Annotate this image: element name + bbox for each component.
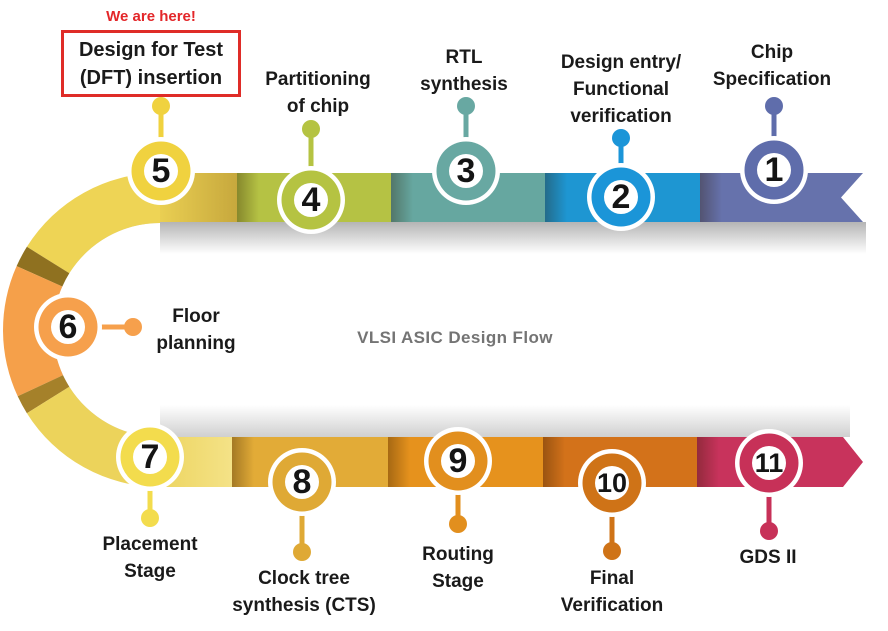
current-stage-annotation: We are here! bbox=[106, 8, 196, 25]
stage-3-number: 3 bbox=[457, 152, 476, 190]
stage-10-circle: 10 bbox=[578, 449, 646, 517]
stage-9-label: Routing Stage bbox=[422, 544, 494, 592]
stage-7-circle: 7 bbox=[116, 423, 184, 491]
stage-3-connector-dot bbox=[457, 97, 475, 115]
stage-2-connector-dot bbox=[612, 129, 630, 147]
stage-7-connector-dot bbox=[141, 509, 159, 527]
stage-3-label: RTL synthesis bbox=[420, 47, 508, 95]
stage-3-circle: 3 bbox=[432, 137, 500, 205]
stage-8-circle: 8 bbox=[268, 448, 336, 516]
curve-fold-upper bbox=[16, 246, 70, 287]
stage-10-label: Final Verification bbox=[560, 568, 664, 616]
band-fold bbox=[543, 437, 565, 487]
stage-11-circle: 11 bbox=[735, 429, 803, 497]
stage-1-connector-dot bbox=[765, 97, 783, 115]
interior-shadow-top bbox=[160, 222, 866, 254]
stage-2-number: 2 bbox=[612, 178, 631, 216]
stage-1-label: Chip Specification bbox=[712, 42, 832, 90]
stage-11-number: 11 bbox=[755, 448, 784, 478]
band-fold bbox=[700, 173, 722, 222]
stage-1-number: 1 bbox=[765, 151, 784, 189]
interior-shadow-bottom bbox=[160, 405, 850, 437]
stage-6-curve-segment bbox=[3, 266, 64, 397]
curve-fold-lower bbox=[17, 375, 70, 414]
stage-9-number: 9 bbox=[449, 442, 468, 480]
stage-8-number: 8 bbox=[293, 463, 312, 501]
band-fold bbox=[391, 173, 413, 222]
stage-6-connector-dot bbox=[124, 318, 142, 336]
band-fold bbox=[545, 173, 567, 222]
current-stage-box: Design for Test (DFT) insertion bbox=[61, 30, 241, 97]
stage-4-circle: 4 bbox=[277, 166, 345, 234]
stage-4-number: 4 bbox=[302, 181, 321, 219]
diagram-title: VLSI ASIC Design Flow bbox=[357, 328, 553, 347]
curve-segment-top-yellow bbox=[26, 173, 161, 274]
stage-9-circle: 9 bbox=[424, 427, 492, 495]
stage-4-label: Partitioning of chip bbox=[265, 69, 371, 117]
band-fold bbox=[232, 437, 254, 487]
stage-5-connector-dot bbox=[152, 97, 170, 115]
stage-6-circle: 6 bbox=[34, 293, 102, 361]
stage-5-number: 5 bbox=[152, 152, 171, 190]
stage-8-label: Clock tree synthesis (CTS) bbox=[232, 568, 376, 616]
stage-2-circle: 2 bbox=[587, 163, 655, 231]
stage-connector-dots bbox=[124, 97, 783, 561]
stage-10-connector-dot bbox=[603, 542, 621, 560]
band-fold bbox=[237, 173, 259, 222]
stage-11-label: GDS II bbox=[739, 547, 797, 568]
stage-7-number: 7 bbox=[141, 438, 160, 476]
stage-2-label: Design entry/ Functional verification bbox=[560, 52, 682, 127]
stage-5-label: Design for Test (DFT) insertion bbox=[78, 38, 224, 89]
stage-5-circle: 5 bbox=[127, 137, 195, 205]
band-fold bbox=[697, 437, 719, 487]
stage-8-connector-dot bbox=[293, 543, 311, 561]
stage-11-connector-dot bbox=[760, 522, 778, 540]
stage-1-circle: 1 bbox=[740, 136, 808, 204]
stage-4-connector-dot bbox=[302, 120, 320, 138]
stage-7-label: Placement Stage bbox=[102, 534, 198, 582]
stage-6-label: Floor planning bbox=[156, 306, 236, 354]
band-fold bbox=[388, 437, 410, 487]
stage-10-number: 10 bbox=[597, 468, 627, 498]
stage-6-number: 6 bbox=[59, 308, 78, 346]
stage-9-connector-dot bbox=[449, 515, 467, 533]
